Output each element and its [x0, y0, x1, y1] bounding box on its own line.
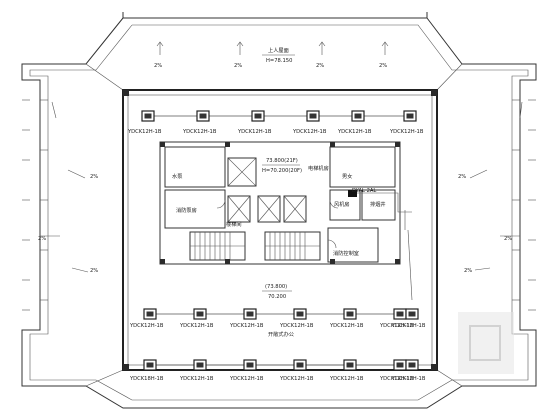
room-label-stair: 楼梯间	[226, 220, 242, 228]
structural-columns	[123, 90, 437, 370]
room-label-machine: 电梯机房	[308, 164, 329, 172]
ac-unit: YDCK12H-1B	[129, 308, 164, 329]
roof-outline	[21, 12, 537, 409]
ac-unit: YDCK12H-1B	[279, 359, 314, 382]
room-label-side: 男女	[342, 172, 352, 180]
ac-unit-label: YDCK12H-1B	[292, 129, 327, 135]
ac-unit: YDCK12H-1B	[179, 308, 214, 329]
ac-unit: YDCK12H-1B	[179, 359, 214, 382]
ac-unit-label: YDCK12H-1B	[237, 129, 272, 135]
slope-label: 2%	[154, 63, 162, 69]
ac-unit-label: YDCK18H-1B	[129, 376, 164, 382]
slope-label: 2%	[38, 236, 46, 242]
ac-unit-label: YDCK12H-1B	[179, 323, 214, 329]
ac-unit-label: YDCK12H-1B	[329, 376, 364, 382]
watermark	[458, 312, 514, 374]
upper-floor-level-1: 73.800(21F)	[266, 158, 298, 164]
ac-unit: YDCK18H-1B	[129, 359, 164, 382]
room-label-air: 风机房	[334, 200, 350, 208]
ac-unit-label: YDCK12H-1B	[129, 323, 164, 329]
room-label-fire: 消防控制室	[333, 249, 359, 257]
ac-unit: YDCK12H-1B	[329, 359, 364, 382]
room-label-water: 水泵	[172, 172, 182, 180]
slope-label: 2%	[379, 63, 387, 69]
slope-label: 2%	[504, 236, 512, 242]
top-unit-row: YDCK12H-1B YDCK12H-1B YDCK12H-1B YDCK12H-1B…	[127, 110, 424, 135]
ac-unit-label: YDCK12H-1B	[379, 323, 414, 329]
roof-level-label: 上人屋面	[268, 46, 289, 54]
slope-label: 2%	[464, 268, 472, 274]
ac-unit: YDCK12H-1B	[279, 308, 314, 329]
mid-floor-level-2: 70.200	[268, 294, 286, 300]
slope-arrows	[40, 41, 523, 273]
ac-unit: YDCK12H-1B	[229, 359, 264, 382]
ac-unit-label: YDCK12H-1B	[391, 323, 426, 329]
upper-floor-level-2: H=70.200(20F)	[262, 168, 302, 174]
ac-unit: YDCK12H-1B	[337, 110, 372, 135]
slope-label: 2%	[316, 63, 324, 69]
slope-label: 2%	[90, 268, 98, 274]
roof-level-elevation: H=78.150	[266, 58, 292, 64]
ac-unit-label: YDCK12H-1B	[279, 323, 314, 329]
ac-unit-label: YDCK12H-1B	[279, 376, 314, 382]
room-label-pump: 消防泵房	[176, 206, 197, 214]
mid-floor-level-1: (73.800)	[265, 284, 287, 290]
ac-unit: YDCK12H-1B	[391, 308, 426, 329]
ac-unit-label: YDCK12H-1B	[391, 376, 426, 382]
building-outer-wall	[122, 89, 438, 371]
service-core	[159, 141, 401, 265]
slope-label: 2%	[90, 174, 98, 180]
ac-unit: YDCK12H-1B	[389, 110, 424, 135]
ac-unit: YDCK12H-1B	[237, 110, 272, 135]
ac-unit-label: YDCK12H-1B	[127, 129, 162, 135]
electrical-panel	[348, 190, 357, 197]
ac-unit-label: YDCK12H-1B	[329, 323, 364, 329]
ac-unit: YDCK12H-1B	[182, 110, 217, 135]
room-label-office: 开敞式办公	[268, 330, 294, 338]
ac-unit-label: YDCK12H-1B	[179, 376, 214, 382]
panel-tag: DYAL 2AL	[352, 188, 376, 194]
slope-label: 2%	[458, 174, 466, 180]
ac-unit-label: YDCK12H-1B	[182, 129, 217, 135]
ac-unit: YDCK12H-1B	[127, 110, 162, 135]
ac-unit-label: YDCK12H-1B	[379, 376, 414, 382]
room-label-well: 排烟井	[370, 200, 386, 208]
ac-unit: YDCK12H-1B	[292, 110, 327, 135]
ac-unit: YDCK12H-1B	[229, 308, 264, 329]
ac-unit-label: YDCK12H-1B	[389, 129, 424, 135]
ac-unit-label: YDCK12H-1B	[229, 376, 264, 382]
ac-unit-label: YDCK12H-1B	[229, 323, 264, 329]
ac-unit: YDCK12H-1B	[329, 308, 364, 329]
ac-unit-label: YDCK12H-1B	[337, 129, 372, 135]
ac-unit: YDCK12H-1B	[391, 359, 426, 382]
slope-label: 2%	[234, 63, 242, 69]
